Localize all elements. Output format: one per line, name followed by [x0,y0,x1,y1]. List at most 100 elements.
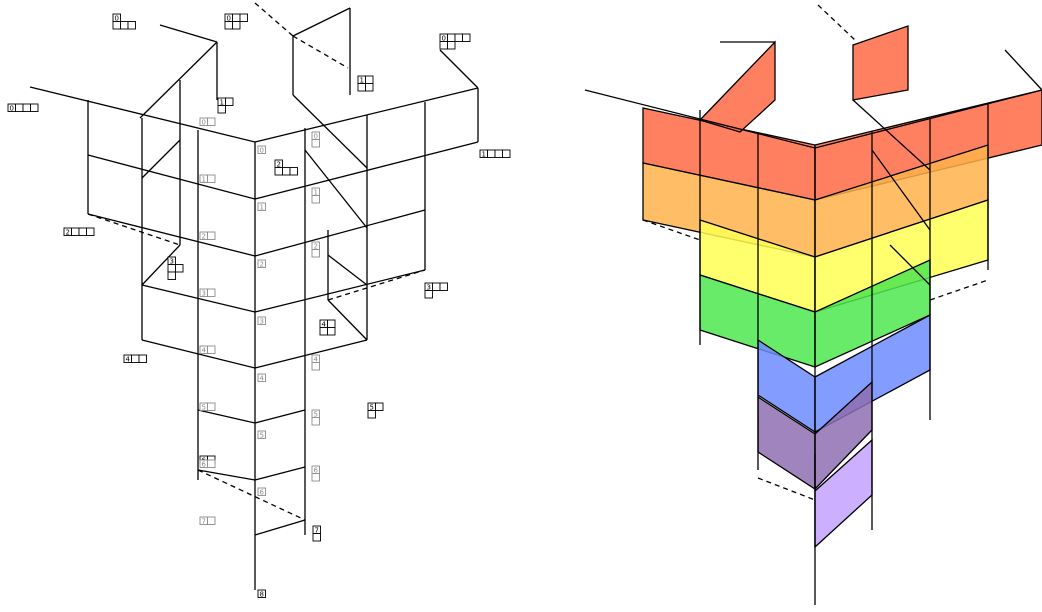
label-cell [257,202,266,211]
label-number: 4 [260,375,265,383]
label-cell [207,231,216,240]
label-cell [257,487,266,496]
dashed-edge [757,477,816,501]
label-number: 1 [202,176,206,184]
edge [29,86,256,143]
gray-index-label: 1 [311,187,320,204]
dashed-edge [327,269,426,301]
label-number: 0 [202,119,206,127]
partition-label: 4 [319,319,336,336]
label-cell [487,149,496,158]
label-cell [207,459,216,468]
label-cell [274,167,283,176]
gray-index-label: 4 [199,345,216,355]
edge [292,7,351,37]
label-cell [432,282,441,291]
label-cell [439,41,448,50]
label-number: 1 [314,189,318,197]
edge [1004,49,1042,91]
label-cell [311,139,320,148]
label-number: 0 [10,105,14,113]
partition-label: 2 [63,227,95,237]
right-panel-colored [584,4,1042,605]
label-cell [217,105,226,114]
dashed-edge [817,4,856,41]
label-number: 7 [315,527,319,535]
label-cell [375,402,384,411]
label-number: 0 [115,15,119,23]
label-number: 4 [202,347,207,355]
edge [141,339,256,369]
gray-index-label: 0 [257,145,266,155]
label-number: 4 [314,356,319,364]
edge [304,149,368,229]
partition-label: 4 [123,354,147,364]
label-cell [15,103,24,112]
label-number: 3 [427,284,431,292]
label-cell [127,21,136,30]
partition-label: 1 [217,97,234,114]
edge [254,209,426,257]
gray-index-label: 6 [199,459,216,469]
label-cell [367,410,376,419]
edge [439,49,479,89]
label-number: 2 [260,261,264,269]
label-cell [207,345,216,354]
label-cell [424,290,433,299]
label-cell [112,21,121,30]
label-number: 3 [260,318,264,326]
label-cell [257,145,266,154]
label-number: 5 [260,432,264,440]
label-number: 1 [482,151,486,159]
label-cell [312,533,321,542]
label-cell [311,249,320,258]
label-number: 4 [322,321,327,329]
label-number: 5 [314,411,318,419]
edge [141,244,181,286]
partition-label: 1 [479,149,511,159]
gray-index-label: 5 [199,402,216,412]
label-number: 5 [202,404,206,412]
label-cell [71,227,80,236]
label-cell [462,33,471,42]
dashed-edge [642,219,701,241]
label-cell [22,103,31,112]
label-number: 3 [202,290,206,298]
label-cell [257,430,266,439]
gray-index-label: 2 [199,231,216,241]
edge [87,154,256,200]
edge [852,99,931,171]
partition-label: 2 [274,159,298,176]
label-cell [239,13,248,22]
label-number: 2 [314,243,318,251]
edge [254,466,306,481]
label-cell [207,174,216,183]
label-cell [365,83,374,92]
partition-label: 1 [357,75,374,92]
label-number: 6 [314,467,319,475]
edge [327,299,368,341]
label-cell [120,21,129,30]
gray-index-label: 7 [199,516,216,526]
label-number: 8 [260,591,264,599]
label-cell [447,41,456,50]
fin-left [698,40,776,133]
label-cell [439,282,448,291]
label-cell [30,103,39,112]
dashed-edge [87,213,181,246]
gray-index-label: 4 [311,354,320,371]
edge [139,41,218,119]
label-cell [311,473,320,482]
edge [292,94,368,169]
gray-index-label: 4 [257,373,266,383]
gray-index-label: 2 [257,259,266,269]
label-cell [175,264,184,273]
label-number: 0 [442,35,446,43]
gray-index-label: 3 [257,316,266,326]
label-cell [131,354,140,363]
dashed-edge [254,2,294,37]
partition-label: 0 [7,103,39,113]
edge [197,469,256,481]
label-cell [319,327,328,336]
